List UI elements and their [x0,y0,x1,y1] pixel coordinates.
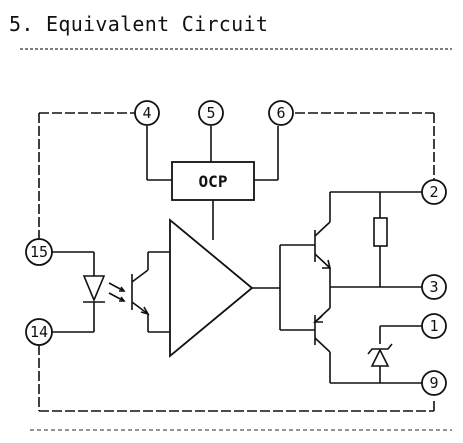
pin-1: 1 [421,313,447,339]
ocp-block: OCP [171,161,255,201]
pin-5: 5 [198,100,224,126]
pin-3: 3 [421,274,447,300]
pin-3-label: 3 [429,278,438,296]
pin-9-label: 9 [429,374,438,392]
pin-6: 6 [268,100,294,126]
pin-15: 15 [25,238,53,266]
pin-4-label: 4 [142,104,151,122]
pin-1-label: 1 [429,317,438,335]
pin-4: 4 [134,100,160,126]
pin-5-label: 5 [206,104,215,122]
output-stage [279,191,422,384]
pin-15-label: 15 [30,243,48,261]
ocp-wiring [146,126,279,240]
pin-9: 9 [421,370,447,396]
ocp-label: OCP [199,172,228,191]
package-outline [38,112,435,412]
amplifier-symbol [169,218,254,358]
photocoupler [52,251,170,333]
pin-14-label: 14 [30,323,48,341]
pin-2: 2 [421,179,447,205]
section-heading: 5. Equivalent Circuit [9,12,269,36]
pin-14: 14 [25,318,53,346]
pin-2-label: 2 [429,183,438,201]
pin-6-label: 6 [276,104,285,122]
